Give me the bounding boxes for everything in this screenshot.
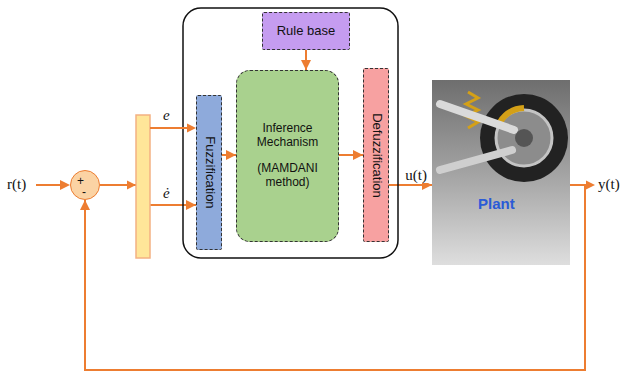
plant-block: Plant	[432, 80, 570, 265]
signal-connector	[305, 50, 307, 70]
upper-arm	[440, 104, 514, 130]
lower-arm	[440, 150, 512, 170]
plant-label: Plant	[478, 196, 515, 211]
reference-wire	[36, 184, 62, 186]
block-label: (MAMDANI method)	[243, 162, 332, 190]
mux-bar	[136, 115, 150, 258]
inference-block: Inference Mechanism (MAMDANI method)	[236, 70, 339, 242]
signal-name: u(t)	[404, 167, 428, 184]
signal-connector	[222, 154, 236, 156]
block-label: Defuzzification	[369, 113, 384, 198]
summing-junction: +-	[70, 170, 100, 200]
arrowhead	[187, 124, 196, 133]
sign-symbol: -	[82, 186, 86, 198]
controller-enclosure	[183, 8, 398, 258]
error-wire	[150, 127, 188, 129]
fuzzification-block: Fuzzification	[196, 95, 222, 250]
brake-caliper	[500, 108, 524, 122]
plant-illustration	[432, 80, 570, 265]
arrowhead	[586, 181, 595, 190]
block-label: Rule base	[277, 24, 336, 39]
signal-name: y(t)	[597, 176, 621, 193]
rule-base-box: Rule base	[262, 12, 350, 50]
wheel-hub	[515, 129, 533, 147]
arrowhead	[127, 181, 136, 190]
signal-connector	[339, 154, 363, 156]
arrowhead	[60, 180, 70, 190]
wheel-tire	[480, 94, 568, 182]
block-label: Inference Mechanism	[243, 122, 332, 150]
signal-name: e	[162, 107, 171, 124]
plant-photo-ground	[432, 80, 570, 265]
signal-name: ė	[162, 185, 171, 202]
block-label: Fuzzification	[202, 136, 217, 208]
signal-name: r(t)	[6, 176, 27, 193]
signal-connector	[389, 184, 432, 186]
defuzzification-block: Defuzzification	[363, 68, 389, 242]
